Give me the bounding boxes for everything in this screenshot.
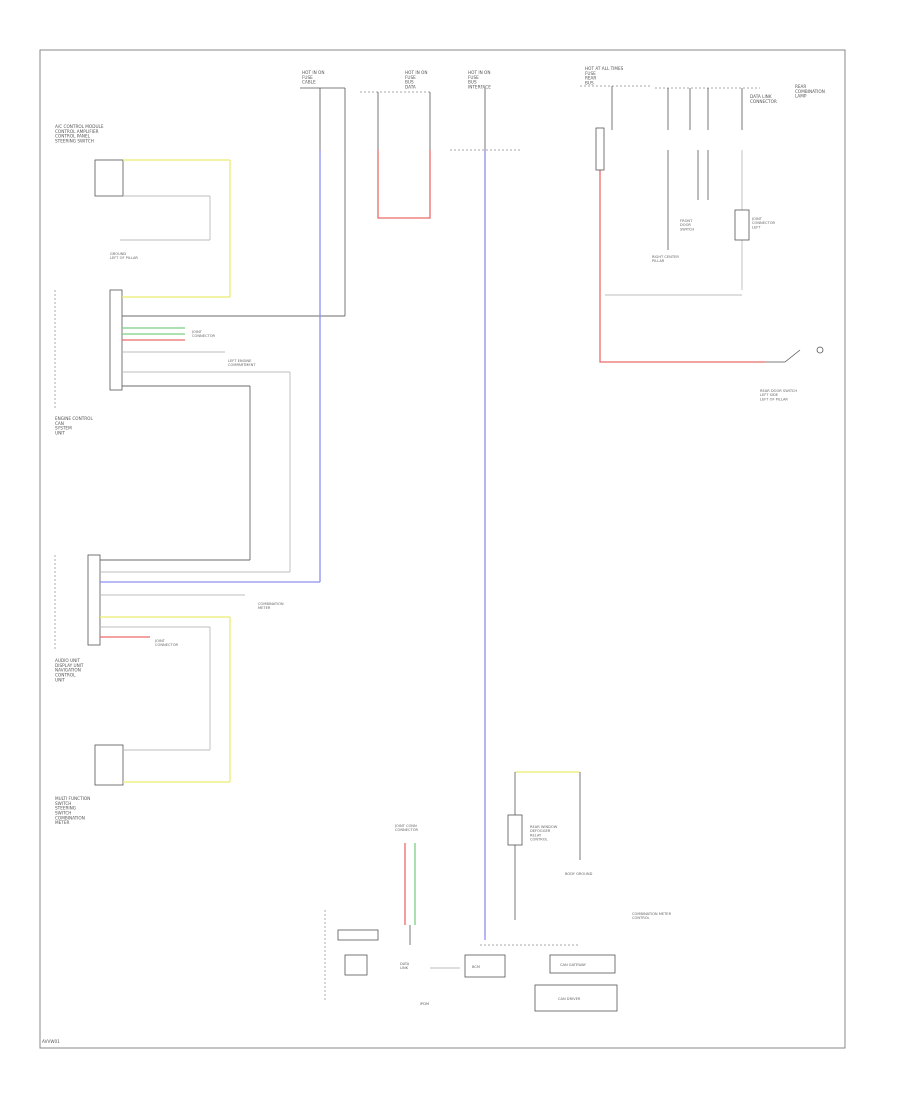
diagram-frame bbox=[39, 49, 846, 1049]
bottom-small-box bbox=[344, 954, 368, 976]
ground-bottom-label: BODY GROUND bbox=[565, 872, 593, 876]
bottom-box-2-label: CAN DRIVER bbox=[558, 997, 581, 1001]
footer-code: AVVW01 bbox=[42, 1039, 60, 1044]
red-wire-loop bbox=[377, 150, 431, 219]
bottom-box-1 bbox=[549, 954, 616, 974]
bottom-small-3: IPDM bbox=[420, 1002, 429, 1006]
bottom-box-1-label: CAN GATEWAY bbox=[560, 963, 587, 967]
bottom-box-2 bbox=[534, 984, 618, 1012]
bottom-small-2: BCM bbox=[472, 965, 480, 969]
red-wire-right bbox=[599, 130, 765, 363]
right-joint-connector bbox=[734, 209, 750, 241]
